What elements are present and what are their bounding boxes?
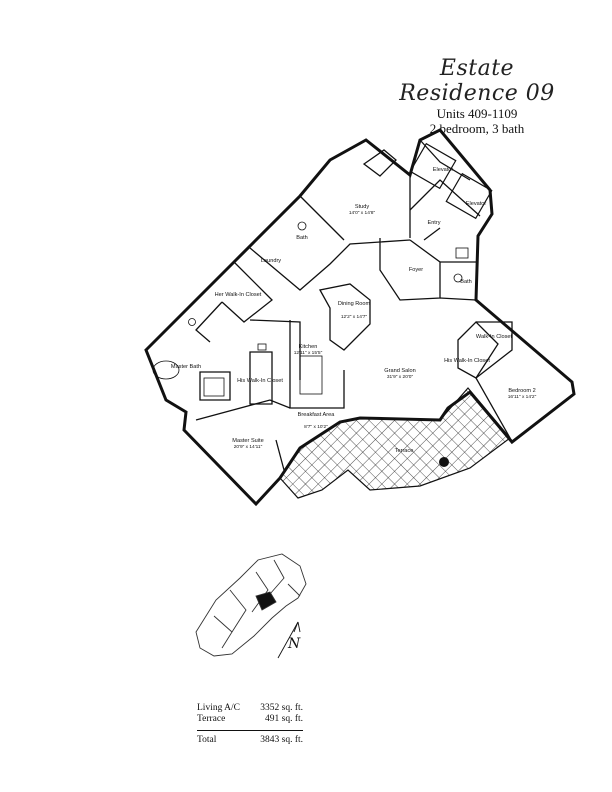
compass-label: N	[287, 636, 301, 652]
interior-walls	[195, 139, 513, 471]
key-plan	[195, 553, 307, 657]
elevator-2-label: Elevator	[466, 201, 487, 207]
units-label: Units 409-1109	[436, 106, 518, 121]
his-closet-left-label: His Walk-In Closet	[237, 378, 283, 384]
grand-salon-dimensions: 31'9" x 20'0"	[387, 374, 414, 380]
foyer-label: Foyer	[409, 267, 423, 273]
terrace-area-row: Terrace 491 sq. ft.	[197, 714, 303, 725]
breakfast-dimensions: 8'7" x 10'2"	[304, 424, 328, 430]
total-value: 3843 sq. ft.	[260, 735, 303, 745]
laundry-label: Laundry	[261, 258, 281, 264]
bedroom-2-dimensions: 16'11" x 14'2"	[508, 394, 537, 400]
fixtures	[152, 221, 469, 397]
her-closet-label: Her Walk-In Closet	[215, 292, 262, 298]
dining-dimensions: 12'2" x 14'7"	[341, 314, 368, 320]
entry-label: Entry	[427, 220, 440, 226]
bedroom-2-label: Bedroom 2	[508, 388, 535, 394]
total-label: Total	[197, 735, 217, 745]
his-closet-right-label: His Walk-In Closet	[444, 358, 490, 364]
total-divider	[197, 730, 303, 731]
plan-title: Estate Residence 09	[399, 56, 555, 106]
dining-label: Dining Room	[338, 301, 371, 307]
area-summary: Living A/C 3352 sq. ft. Terrace 491 sq. …	[197, 703, 303, 746]
terrace-stat-value: 491 sq. ft.	[265, 714, 303, 724]
elevator-1-label: Elevator	[433, 167, 454, 173]
plan-header: Estate Residence 09 Units 409-1109 2 bed…	[382, 56, 572, 136]
elevators	[409, 142, 493, 220]
master-bath-label: Master Bath	[171, 364, 201, 370]
grand-salon-label: Grand Salon	[384, 368, 415, 374]
north-arrow-icon	[277, 621, 301, 659]
terrace-area	[279, 387, 511, 499]
master-suite-label: Master Suite	[232, 438, 263, 444]
bedroom-count: 2 bedroom, 3 bath	[429, 121, 525, 136]
terrace-label: Terrace	[395, 448, 414, 454]
living-label: Living A/C	[197, 703, 241, 713]
kitchen-label: Kitchen	[299, 344, 318, 350]
study-dimensions: 14'0" x 14'8"	[349, 210, 376, 216]
living-area-row: Living A/C 3352 sq. ft.	[197, 703, 303, 714]
bath-upper-label: Bath	[296, 235, 308, 241]
total-area-row: Total 3843 sq. ft.	[197, 735, 303, 746]
master-suite-dimensions: 20'9" x 14'11"	[234, 444, 263, 450]
outer-wall	[144, 128, 576, 507]
bath-right-label: Bath	[460, 279, 472, 285]
study-label: Study	[355, 204, 370, 210]
terrace-stat-label: Terrace	[197, 714, 226, 724]
kitchen-dimensions: 12'11" x 15'5"	[294, 350, 323, 356]
living-value: 3352 sq. ft.	[260, 703, 303, 713]
terrace-column	[439, 457, 449, 467]
breakfast-label: Breakfast Area	[298, 412, 336, 418]
bed2-closet-label: Walk-In Closet	[476, 334, 513, 340]
